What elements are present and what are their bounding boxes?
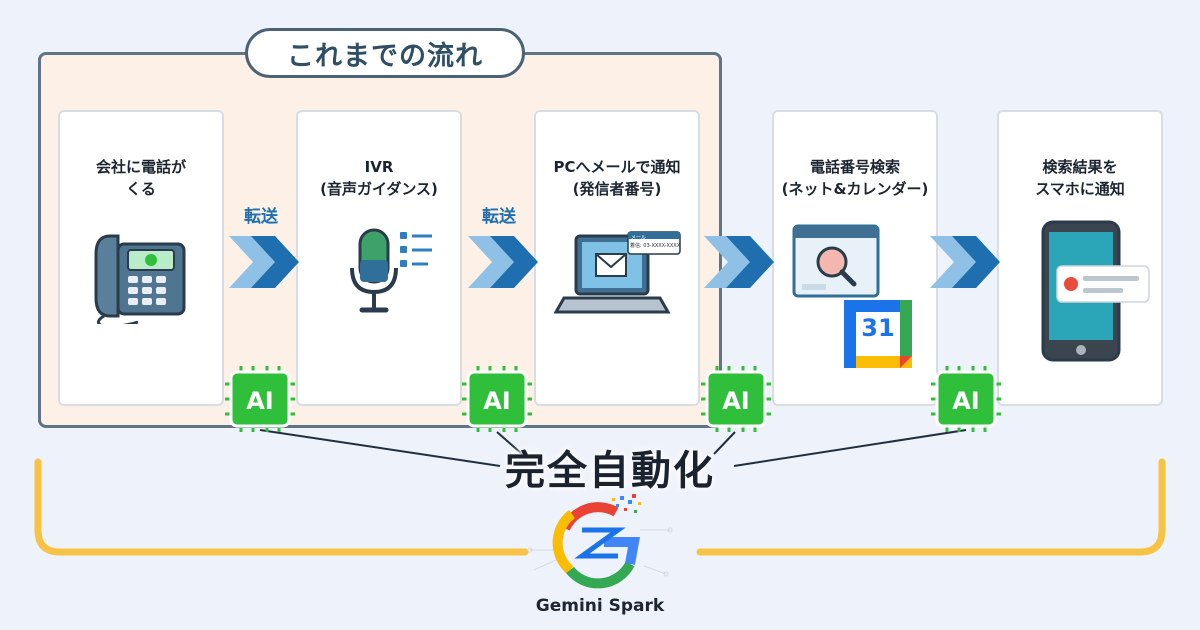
desk-phone-icon — [94, 234, 186, 324]
transfer-label: 転送 — [482, 207, 516, 227]
microphone-icon — [350, 228, 432, 313]
web-search-icon — [792, 224, 880, 298]
step-label: 会社に電話が くる — [95, 158, 186, 198]
step-label: 検索結果を スマホに通知 — [1035, 158, 1125, 198]
calendar-day: 31 — [861, 314, 895, 342]
mail-tag: メール — [631, 235, 647, 241]
ai-chip-label: AI — [483, 387, 511, 415]
ai-chip-icon: AI — [225, 366, 295, 432]
ai-chip-icon: AI — [701, 366, 771, 432]
mail-caller-number: 着信: 03-XXXX-XXXX — [630, 243, 681, 249]
ai-chip-label: AI — [952, 387, 980, 415]
step-label: PCへメールで通知 (発信者番号) — [553, 158, 681, 198]
ai-chip-label: AI — [722, 387, 750, 415]
brand-name: Gemini Spark — [535, 596, 665, 616]
step-card-smartphone-notify: 検索結果を スマホに通知 — [997, 110, 1163, 406]
step-label: IVR (音声ガイダンス) — [320, 158, 438, 198]
ai-chip-label: AI — [246, 387, 274, 415]
step-label: 電話番号検索 (ネット&カレンダー) — [781, 158, 929, 198]
step-card-pc-mail: PCへメールで通知 (発信者番号) メール 着信: 03-XXXX-XXXX — [534, 110, 700, 406]
gemini-spark-logo — [527, 494, 673, 589]
smartphone-notification-icon — [1041, 220, 1150, 362]
transfer-label: 転送 — [244, 207, 278, 227]
chevron-arrow-icon — [229, 236, 299, 288]
full-automation-headline: 完全自動化 — [505, 448, 715, 494]
ai-chip-icon: AI — [931, 366, 1001, 432]
chevron-arrow-icon — [468, 236, 538, 288]
step-card-incoming-call: 会社に電話が くる — [58, 110, 224, 406]
legacy-flow-title: これまでの流れ — [245, 28, 525, 78]
chevron-arrow-icon — [930, 236, 1000, 288]
calendar-icon — [844, 300, 912, 368]
laptop-mail-icon — [554, 231, 681, 314]
step-card-number-search: 電話番号検索 (ネット&カレンダー) 31 — [772, 110, 938, 406]
chevron-arrow-icon — [704, 236, 774, 288]
step-card-ivr: IVR (音声ガイダンス) — [296, 110, 462, 406]
ai-chip-icon: AI — [462, 366, 532, 432]
